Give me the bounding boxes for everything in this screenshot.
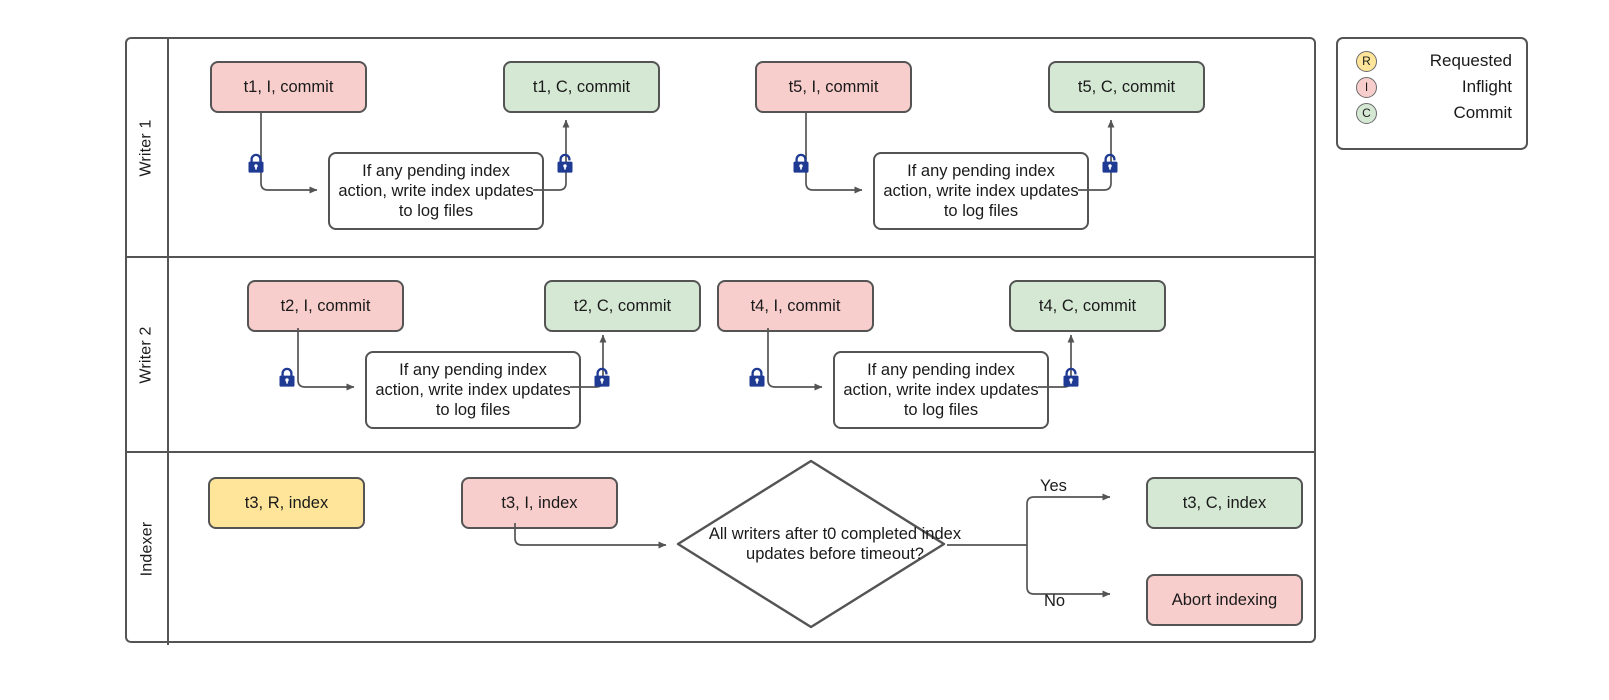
- lock-closed-icon: [279, 367, 295, 387]
- swimlane-writer-2: Writer 2 t2, I, commit If any pending in…: [127, 256, 1314, 451]
- node-w1-t1-inflight[interactable]: t1, I, commit: [210, 61, 367, 113]
- node-w2-t2-inflight[interactable]: t2, I, commit: [247, 280, 404, 332]
- legend-badge-commit-icon: C: [1356, 102, 1377, 124]
- lock-closed-icon: [793, 153, 809, 173]
- swimlane-label-indexer: Indexer: [138, 521, 155, 577]
- lock-closed-icon: [248, 153, 264, 173]
- node-ix-t3-commit[interactable]: t3, C, index: [1146, 477, 1303, 529]
- node-w2-t2-commit[interactable]: t2, C, commit: [544, 280, 701, 332]
- legend-item-requested: R Requested: [1356, 48, 1512, 74]
- swimlane-body-writer-2: t2, I, commit If any pending index actio…: [169, 258, 1314, 451]
- swimlane-container: Writer 1 t1, I, commit If any pending in…: [125, 37, 1316, 645]
- legend-item-inflight: I Inflight: [1356, 74, 1512, 100]
- legend-label-commit: Commit: [1453, 103, 1512, 122]
- legend-label-requested: Requested: [1429, 51, 1512, 70]
- swimlane-body-indexer: t3, R, index t3, I, index t3, C, index A…: [169, 453, 1314, 645]
- swimlane-body-writer-1: t1, I, commit If any pending index actio…: [169, 39, 1314, 256]
- decision-shape: [676, 459, 946, 629]
- lock-open-icon: [1102, 153, 1118, 173]
- node-ix-t3-requested[interactable]: t3, R, index: [208, 477, 365, 529]
- node-w2-t4-inflight[interactable]: t4, I, commit: [717, 280, 874, 332]
- legend-item-commit: C Commit: [1356, 100, 1512, 126]
- node-w1-task-1[interactable]: If any pending index action, write index…: [328, 152, 544, 230]
- node-w1-task-2[interactable]: If any pending index action, write index…: [873, 152, 1089, 230]
- node-w1-t1-commit[interactable]: t1, C, commit: [503, 61, 660, 113]
- lock-open-icon: [557, 153, 573, 173]
- swimlane-header-indexer: Indexer: [127, 453, 169, 645]
- node-w1-t5-inflight[interactable]: t5, I, commit: [755, 61, 912, 113]
- node-ix-abort[interactable]: Abort indexing: [1146, 574, 1303, 626]
- node-w2-task-1[interactable]: If any pending index action, write index…: [365, 351, 581, 429]
- swimlane-writer-1: Writer 1 t1, I, commit If any pending in…: [127, 39, 1314, 256]
- node-w2-t4-commit[interactable]: t4, C, commit: [1009, 280, 1166, 332]
- lock-open-icon: [594, 367, 610, 387]
- branch-label-no: No: [1044, 592, 1066, 610]
- legend-panel: R Requested I Inflight C Commit: [1336, 37, 1528, 150]
- legend-label-inflight: Inflight: [1461, 77, 1512, 96]
- legend-badge-inflight-icon: I: [1356, 76, 1377, 98]
- lock-closed-icon: [749, 367, 765, 387]
- swimlane-label-writer-2: Writer 2: [138, 325, 155, 384]
- lock-open-icon: [1063, 367, 1079, 387]
- node-ix-t3-inflight[interactable]: t3, I, index: [461, 477, 618, 529]
- node-w2-task-2[interactable]: If any pending index action, write index…: [833, 351, 1049, 429]
- swimlane-label-writer-1: Writer 1: [138, 118, 155, 177]
- legend-badge-requested-icon: R: [1356, 50, 1377, 72]
- node-w1-t5-commit[interactable]: t5, C, commit: [1048, 61, 1205, 113]
- swimlane-header-writer-1: Writer 1: [127, 39, 169, 256]
- swimlane-header-writer-2: Writer 2: [127, 258, 169, 451]
- branch-label-yes: Yes: [1040, 477, 1067, 495]
- swimlane-indexer: Indexer t3, R, index t3, I, index t3, C,…: [127, 451, 1314, 645]
- decision-ix-decision[interactable]: All writers after t0 completed index upd…: [675, 458, 961, 630]
